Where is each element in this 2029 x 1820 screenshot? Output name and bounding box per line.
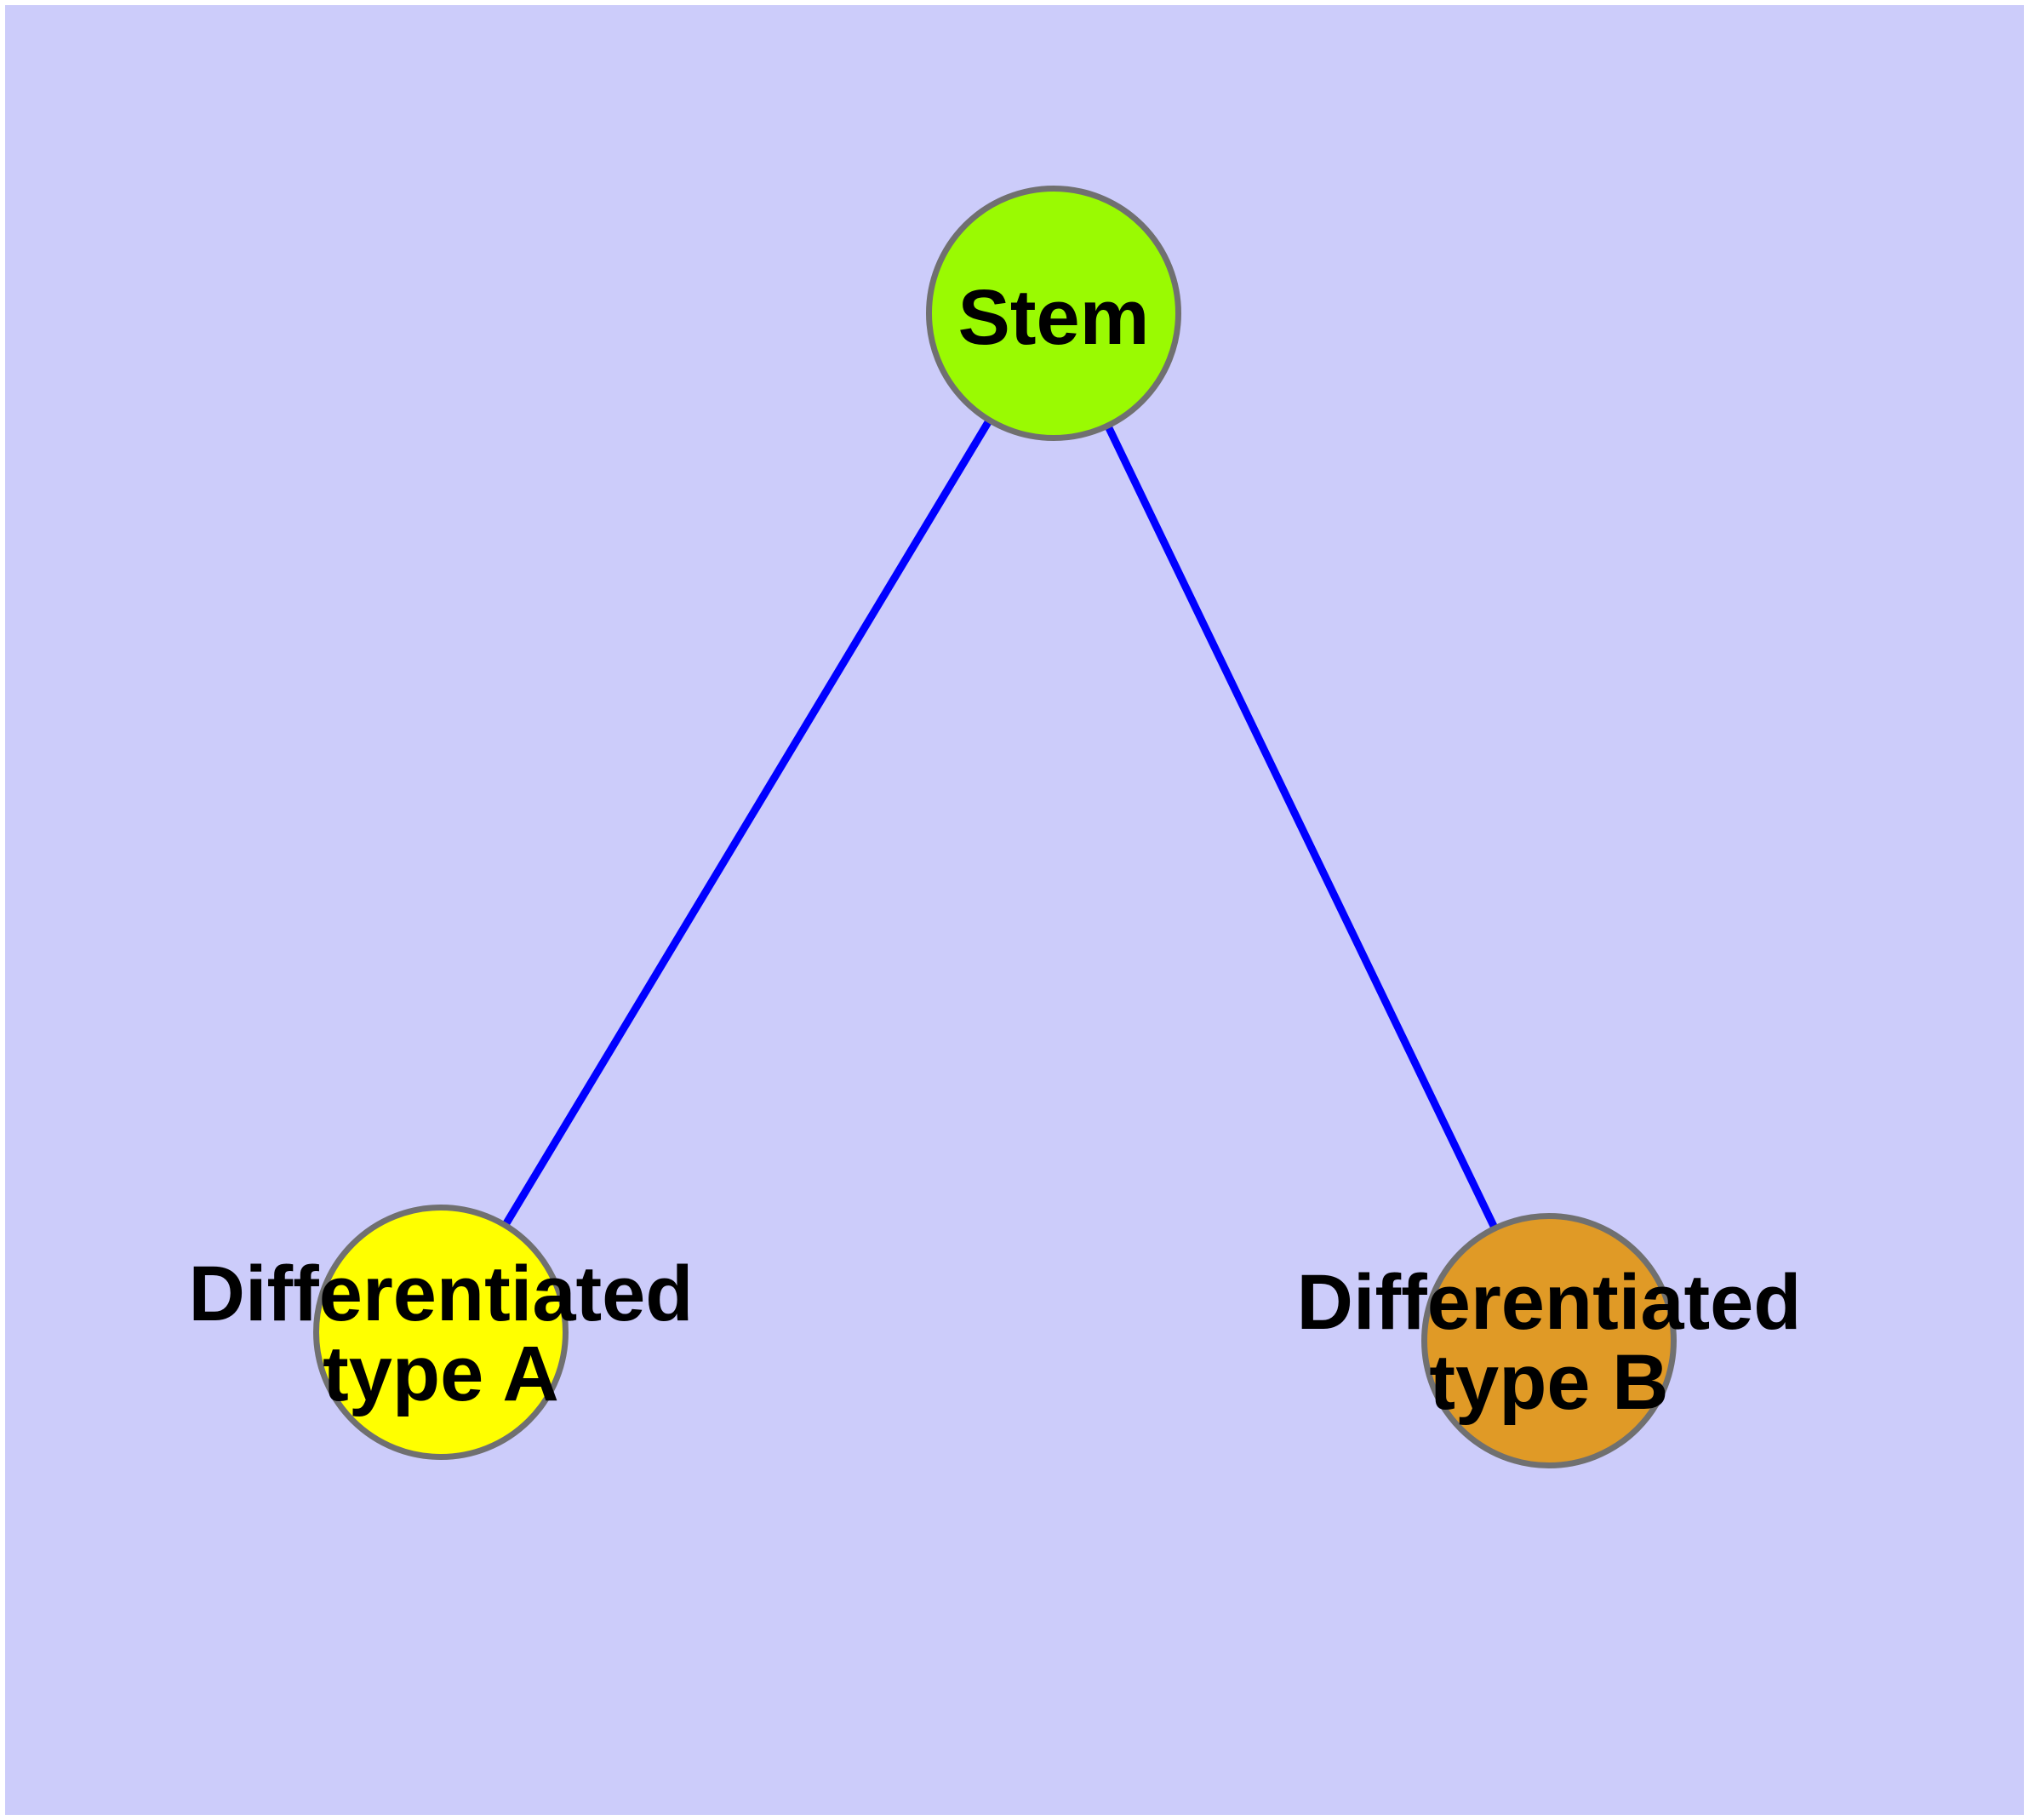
node-stem[interactable] — [926, 186, 1181, 441]
edge-layer — [437, 311, 1553, 1342]
graph-plot-area: Stem Differentiated type A Differentiate… — [5, 5, 2024, 1815]
edge-stem-to-differentiated-type-b — [1049, 312, 1553, 1342]
node-differentiated-type-b[interactable] — [1421, 1213, 1677, 1468]
edge-stem-to-differentiated-type-a — [437, 311, 1057, 1335]
node-layer: Stem Differentiated type A Differentiate… — [5, 5, 2024, 1815]
node-differentiated-type-a[interactable] — [313, 1205, 569, 1460]
